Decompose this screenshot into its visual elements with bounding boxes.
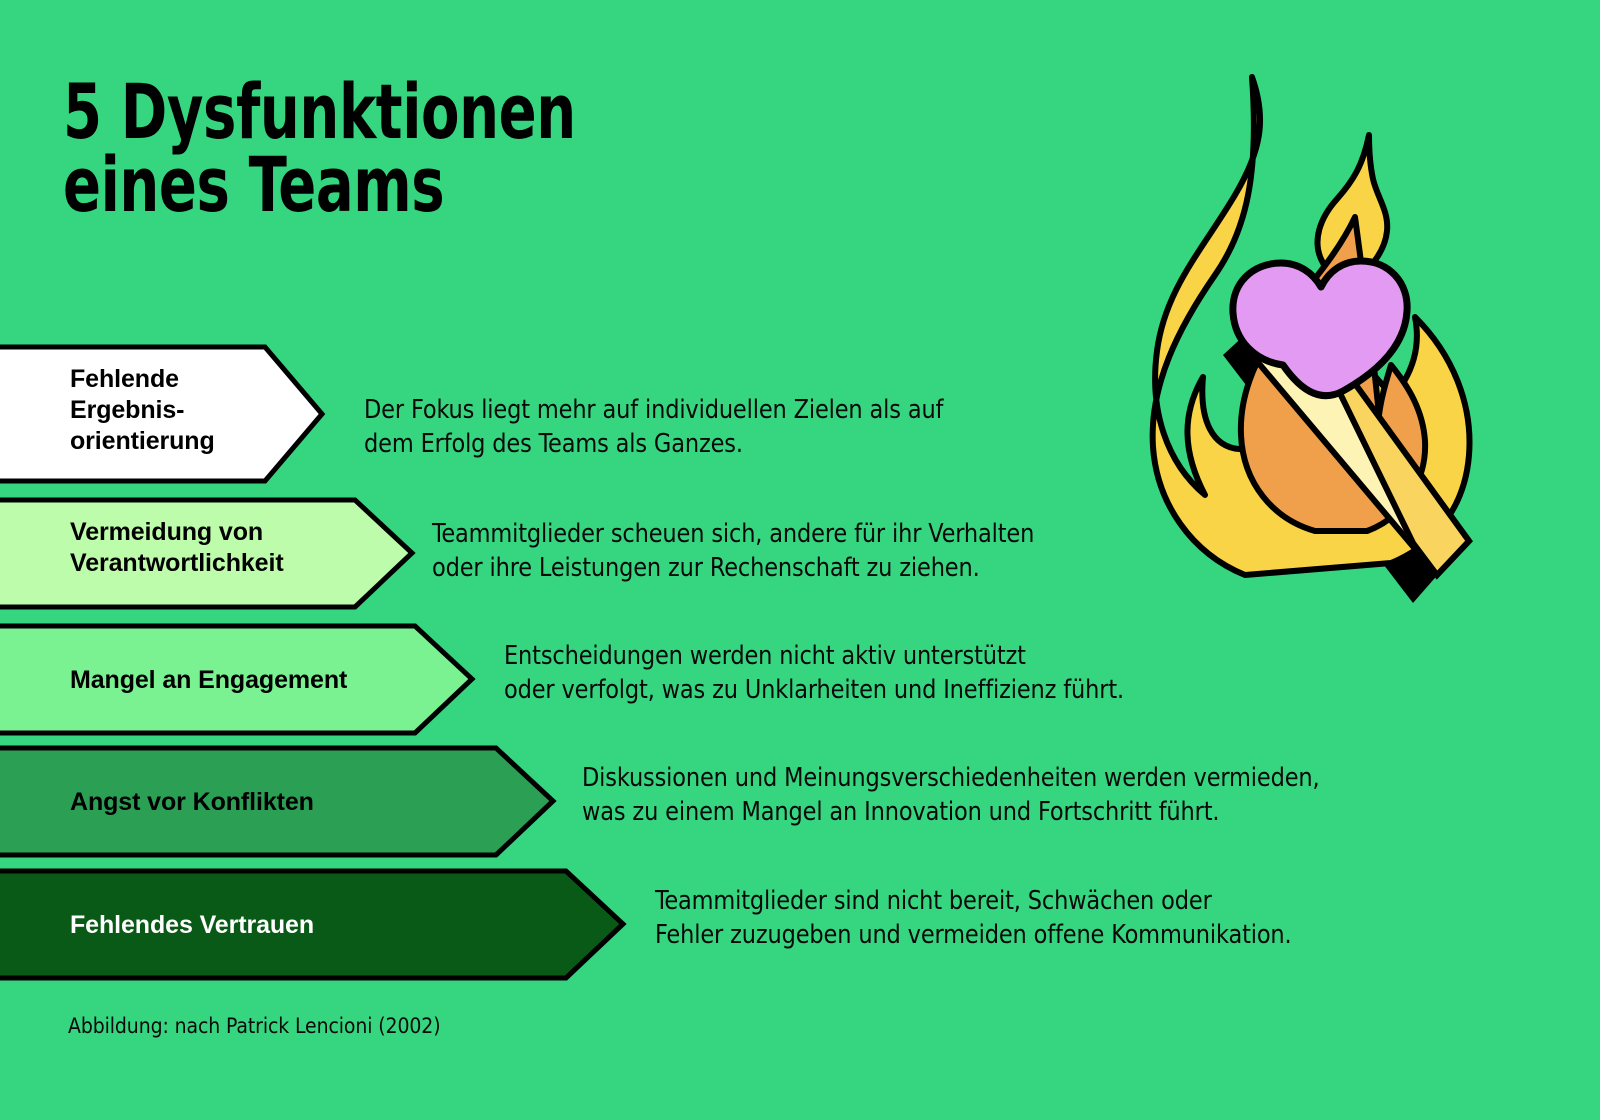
dysfunction-description-4: Diskussionen und Meinungsverschiedenheit… <box>582 763 1320 827</box>
dysfunction-row-2: Vermeidung von Verantwortlichkeit <box>0 497 700 610</box>
dysfunction-description-1: Der Fokus liegt mehr auf individuellen Z… <box>364 395 944 459</box>
dysfunction-description-2: Teammitglieder scheuen sich, andere für … <box>432 519 1035 583</box>
burning-match-illustration <box>1095 55 1515 655</box>
dysfunction-row-4: Angst vor Konflikten <box>0 745 700 858</box>
dysfunction-label-3: Mangel an Engagement <box>70 666 348 694</box>
match-svg <box>1149 74 1473 603</box>
dysfunction-label-1: Fehlende Ergebnis- orientierung <box>70 365 215 455</box>
banner-shape-1 <box>0 344 326 484</box>
dysfunction-row-3: Mangel an Engagement <box>0 623 700 736</box>
dysfunction-description-3: Entscheidungen werden nicht aktiv unters… <box>504 641 1125 705</box>
dysfunction-label-4: Angst vor Konflikten <box>70 788 314 816</box>
banner-shape-3 <box>0 623 476 736</box>
match-head-heart-icon <box>1229 257 1411 400</box>
dysfunction-description-5: Teammitglieder sind nicht bereit, Schwäc… <box>655 886 1292 950</box>
dysfunction-row-1: Fehlende Ergebnis- orientierung <box>0 344 700 484</box>
banner-shape-2 <box>0 497 416 610</box>
dysfunction-label-5: Fehlendes Vertrauen <box>70 911 315 939</box>
dysfunction-label-2: Vermeidung von Verantwortlichkeit <box>70 518 284 577</box>
source-footnote: Abbildung: nach Patrick Lencioni (2002) <box>68 1014 441 1038</box>
banner-shape-5 <box>0 868 627 981</box>
page-title: 5 Dysfunktionen eines Teams <box>63 67 576 229</box>
banner-shape-4 <box>0 745 557 858</box>
dysfunction-row-5: Fehlendes Vertrauen <box>0 868 700 981</box>
